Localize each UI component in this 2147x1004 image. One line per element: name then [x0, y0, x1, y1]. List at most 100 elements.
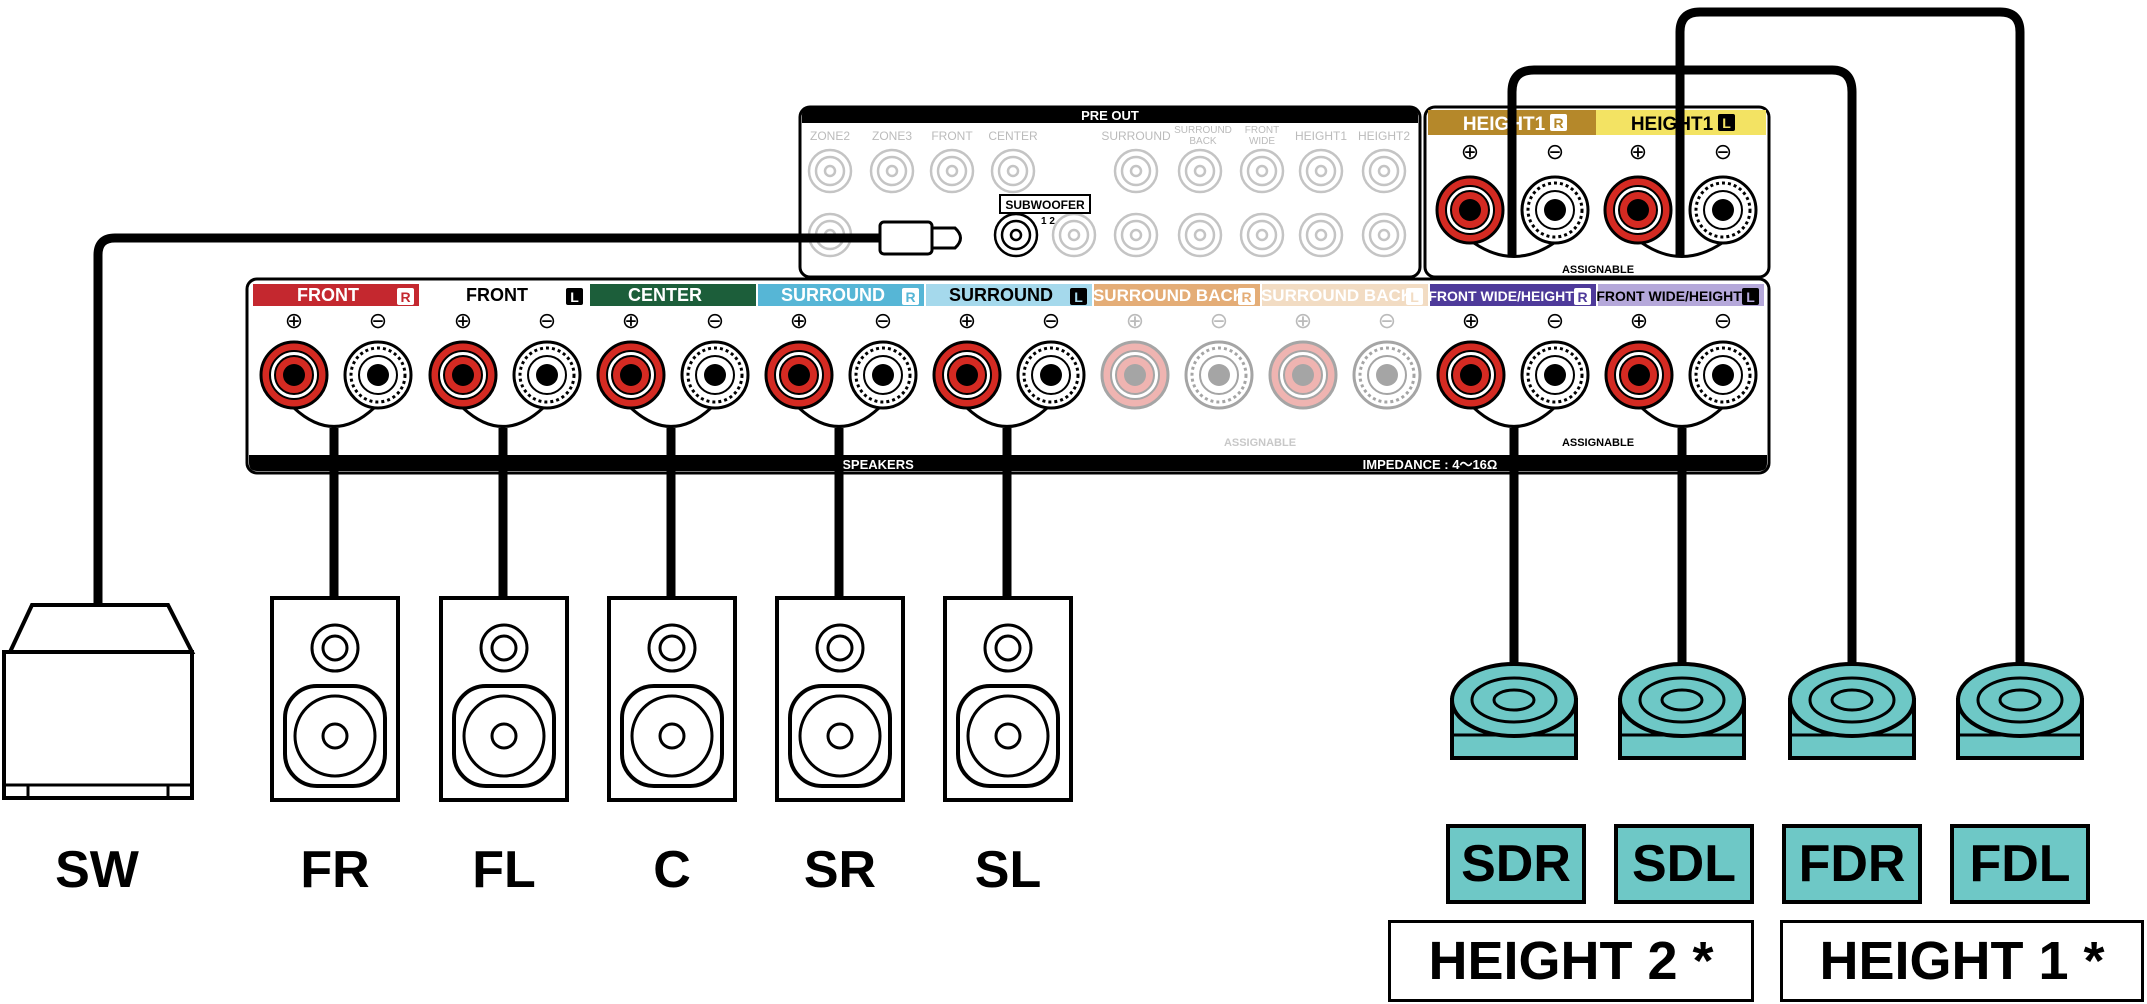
height-speaker-cap-1	[1660, 688, 1704, 712]
subwoofer-jack-1-pin	[1009, 228, 1023, 242]
binding-plus-6-hole	[1292, 364, 1314, 386]
pre-out-jack-top-7	[1298, 148, 1344, 194]
binding-minus-3-hole	[872, 364, 894, 386]
terminal-band-7	[1430, 284, 1596, 306]
binding-minus-7	[1520, 340, 1590, 410]
terminal-side-5-box	[1238, 288, 1255, 305]
surround-back-assignable: ASSIGNABLE	[1224, 437, 1296, 449]
height1-binding-minus-1	[1688, 175, 1758, 245]
terminal-side-3-letter: R	[905, 289, 915, 305]
pre-out-jack-top-8	[1361, 148, 1407, 194]
height2-loop-1	[1640, 406, 1724, 428]
pre-out-jack-bottom-4-pin	[1314, 228, 1328, 242]
binding-plus-5-hole	[1124, 364, 1146, 386]
height1-binding-minus-0-knurl	[1526, 181, 1584, 239]
speaker-label-fr: FR	[300, 841, 370, 899]
binding-plus-6-face	[1278, 350, 1328, 400]
binding-minus-5-inner	[1199, 355, 1239, 395]
binding-plus-3-hole	[788, 364, 810, 386]
height1-binding-minus-0-hole	[1544, 199, 1566, 221]
binding-minus-6-ring	[1352, 340, 1422, 410]
woofer-cap-4	[994, 722, 1022, 750]
binding-minus-8-knurl	[1694, 346, 1752, 404]
plus-symbol-3: ⊕	[790, 308, 808, 333]
floor-speaker-3	[775, 596, 905, 802]
binding-minus-6-inner	[1367, 355, 1407, 395]
terminal-side-5-letter: R	[1241, 289, 1251, 305]
binding-plus-8-hole	[1628, 364, 1650, 386]
terminal-label-1: FRONT	[466, 285, 528, 305]
height1-binding-plus-0	[1435, 175, 1505, 245]
pre-out-jack-top-0-pin	[823, 164, 837, 178]
terminal-loop-1	[461, 406, 545, 428]
binding-plus-6-ring	[1268, 340, 1338, 410]
height-speaker-3	[1956, 662, 2084, 760]
terminal-label-8: FRONT WIDE/HEIGHT2	[1596, 288, 1749, 304]
pre-out-label-6-line1: FRONT	[1245, 125, 1279, 136]
binding-plus-5-ring	[1100, 340, 1170, 410]
binding-plus-5-inner	[1115, 355, 1155, 395]
height1-binding-plus-0-hole	[1459, 199, 1481, 221]
binding-minus-1-hole	[536, 364, 558, 386]
pre-out-jack-bottom-2	[1177, 212, 1223, 258]
plus-symbol-0: ⊕	[285, 308, 303, 333]
terminal-band-4	[926, 284, 1092, 306]
terminal-side-7-letter: R	[1577, 289, 1587, 305]
front-wide-assignable: ASSIGNABLE	[1562, 437, 1634, 449]
terminal-side-8-box	[1742, 288, 1759, 305]
woofer-cap-1	[490, 722, 518, 750]
terminal-label-0: FRONT	[297, 285, 359, 305]
terminal-side-0-letter: R	[400, 289, 410, 305]
binding-plus-5	[1100, 340, 1170, 410]
binding-minus-4-knurl	[1022, 346, 1080, 404]
binding-plus-0	[259, 340, 329, 410]
height-speaker-cap-0	[1492, 688, 1536, 712]
binding-plus-3	[764, 340, 834, 410]
height1-binding-plus-1-hole	[1627, 199, 1649, 221]
minus-symbol-5: ⊖	[1210, 308, 1228, 333]
minus-symbol-8: ⊖	[1714, 308, 1732, 333]
pre-out-jack-top-2-pin	[945, 164, 959, 178]
height-speaker-label-fdr: FDR	[1782, 824, 1922, 904]
rca-plug-body	[878, 220, 934, 256]
binding-plus-2	[596, 340, 666, 410]
binding-plus-1-hole	[452, 364, 474, 386]
height1-l-side-letter: L	[1722, 115, 1731, 131]
terminal-side-7-box	[1574, 288, 1591, 305]
terminal-loop-2	[629, 406, 713, 428]
binding-plus-2-hole	[620, 364, 642, 386]
terminal-label-6: SURROUND BACK	[1261, 286, 1414, 305]
pre-out-title: PRE OUT	[1081, 108, 1139, 123]
pre-out-jack-top-3	[990, 148, 1036, 194]
pre-out-label-5-line1: SURROUND	[1174, 125, 1232, 136]
binding-plus-8	[1604, 340, 1674, 410]
subwoofer-numbers: 1 2	[1041, 216, 1055, 227]
speaker-label-sl: SL	[974, 841, 1042, 899]
minus-symbol-0: ⊖	[369, 308, 387, 333]
floor-speaker-2	[607, 596, 737, 802]
plus-symbol-1: ⊕	[454, 308, 472, 333]
terminal-side-8-letter: L	[1746, 289, 1755, 305]
terminal-band-2	[590, 284, 756, 306]
terminal-loop-4	[965, 406, 1049, 428]
binding-minus-4	[1016, 340, 1086, 410]
terminal-side-4-letter: L	[1074, 289, 1083, 305]
height-speaker-2	[1788, 662, 1916, 760]
pre-out-label-6-line2: WIDE	[1249, 136, 1275, 147]
speaker-label-sw: SW	[55, 841, 139, 899]
floor-speaker-0	[270, 596, 400, 802]
height1-l-label: HEIGHT1	[1631, 114, 1714, 135]
height1-r-label: HEIGHT1	[1463, 114, 1546, 135]
height1-binding-minus-0	[1520, 175, 1590, 245]
minus-symbol-2: ⊖	[706, 308, 724, 333]
height1-minus-symbol-1: ⊖	[1714, 139, 1732, 164]
terminal-side-6-letter: L	[1410, 289, 1419, 305]
height-group-label-1: HEIGHT 1 *	[1780, 920, 2144, 1002]
pre-out-jack-top-8-pin	[1377, 164, 1391, 178]
terminal-label-3: SURROUND	[781, 285, 885, 305]
pre-out-jack-top-2	[929, 148, 975, 194]
height1-loop-1	[1641, 241, 1723, 258]
pre-out-label-5-line2: BACK	[1189, 136, 1217, 147]
plus-symbol-7: ⊕	[1462, 308, 1480, 333]
